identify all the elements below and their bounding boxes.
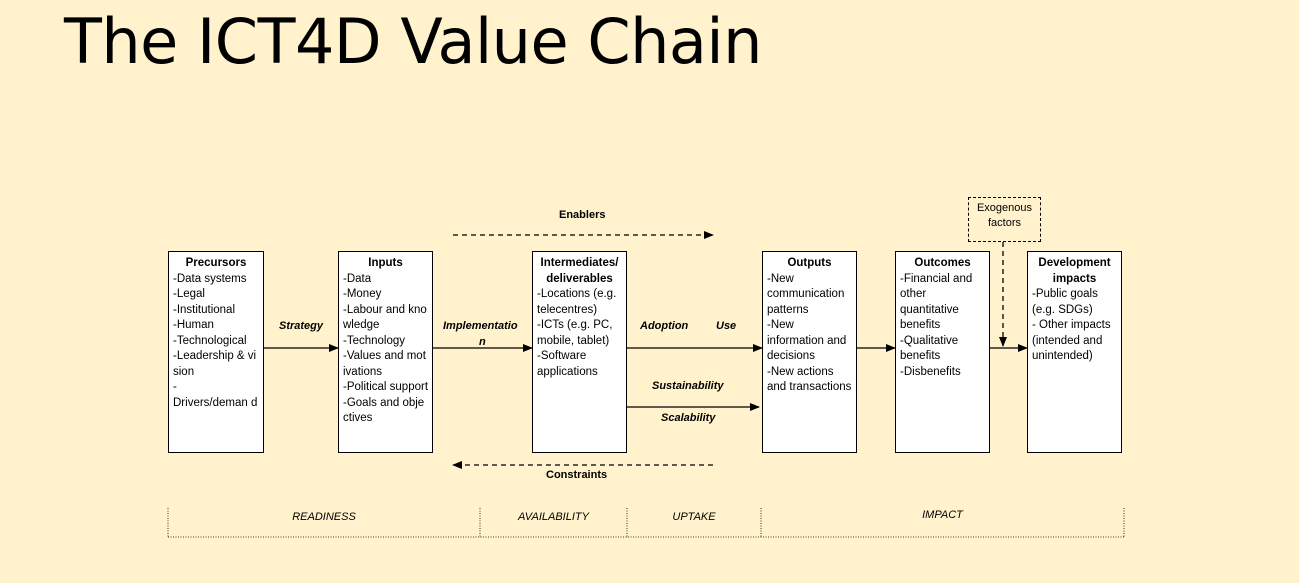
- outputs-item: -New communication patterns: [767, 272, 848, 316]
- precursors-item: -: [173, 381, 177, 393]
- intermediates-item: -ICTs (e.g. PC, mobile, tablet): [537, 319, 616, 347]
- inputs-item: -Goals and objectives: [343, 396, 425, 425]
- precursors-item: Drivers/deman d: [173, 396, 258, 409]
- precursors-box: Precursors -Data systems -Legal -Institu…: [168, 251, 264, 453]
- stage-impact: IMPACT: [922, 509, 963, 521]
- intermediates-heading: deliverables: [546, 272, 613, 285]
- impacts-heading: impacts: [1052, 272, 1097, 285]
- enablers-label: Enablers: [559, 209, 606, 221]
- constraints-label: Constraints: [546, 469, 608, 481]
- inputs-item: -Political support: [343, 381, 429, 393]
- precursors-item: -Legal: [173, 288, 205, 300]
- stage-readiness: READINESS: [292, 511, 356, 523]
- adoption-label: Adoption: [640, 320, 689, 332]
- inputs-box: Inputs -Data -Money -Labour and knowledg…: [338, 251, 433, 453]
- page-title: The ICT4D Value Chain: [64, 5, 762, 78]
- outputs-box: Outputs -New communication patterns -New…: [762, 251, 857, 453]
- scalability-label: Scalability: [661, 412, 716, 424]
- inputs-item: -Labour and knowledge: [343, 303, 427, 332]
- exogenous-factors-box: Exogenous factors: [968, 197, 1041, 242]
- inputs-item: -Data: [343, 272, 372, 285]
- intermediates-box: Intermediates/ deliverables -Locations (…: [532, 251, 627, 453]
- precursors-item: -Institutional: [173, 303, 236, 316]
- inputs-item: -Money: [343, 288, 382, 300]
- stage-availability: AVAILABILITY: [518, 511, 589, 523]
- precursors-heading: Precursors: [185, 257, 247, 269]
- impacts-heading: Development: [1038, 257, 1111, 269]
- outputs-item: -New actions and transactions: [767, 365, 852, 394]
- outcomes-box: Outcomes -Financial and other quantitati…: [895, 251, 990, 453]
- implementation-label-wrap: n: [479, 336, 486, 348]
- outputs-heading: Outputs: [787, 257, 832, 269]
- inputs-item: -Technology: [343, 334, 406, 347]
- exogenous-label: factors: [987, 217, 1021, 229]
- implementation-label: Implementatio: [443, 320, 518, 332]
- precursors-item: -Technological: [173, 334, 247, 347]
- impacts-item: -Public goals (e.g. SDGs): [1032, 288, 1102, 316]
- exogenous-label: Exogenous: [976, 202, 1033, 214]
- intermediates-item: -Software applications: [537, 350, 598, 378]
- sustainability-label: Sustainability: [652, 380, 724, 392]
- use-label: Use: [716, 320, 737, 332]
- outcomes-item: -Qualitative benefits: [900, 334, 962, 363]
- intermediates-item: -Locations (e.g. telecentres): [537, 288, 620, 316]
- outcomes-heading: Outcomes: [914, 257, 971, 269]
- strategy-label: Strategy: [279, 320, 324, 332]
- stage-bar: [167, 508, 1125, 538]
- stage-uptake: UPTAKE: [672, 511, 716, 523]
- impacts-box: Development impacts -Public goals (e.g. …: [1027, 251, 1122, 453]
- precursors-item: -Human: [173, 319, 214, 331]
- precursors-item: -Leadership & vision: [173, 350, 257, 378]
- inputs-heading: Inputs: [368, 257, 403, 269]
- intermediates-heading: Intermediates/: [540, 257, 619, 269]
- outputs-item: -New information and decisions: [767, 319, 850, 362]
- outcomes-item: -Disbenefits: [900, 365, 961, 378]
- precursors-item: -Data systems: [173, 272, 247, 285]
- inputs-item: -Values and motivations: [343, 350, 426, 378]
- outcomes-item: -Financial and other quantitative benefi…: [900, 272, 976, 332]
- impacts-item: - Other impacts (intended and unintended…: [1032, 319, 1114, 362]
